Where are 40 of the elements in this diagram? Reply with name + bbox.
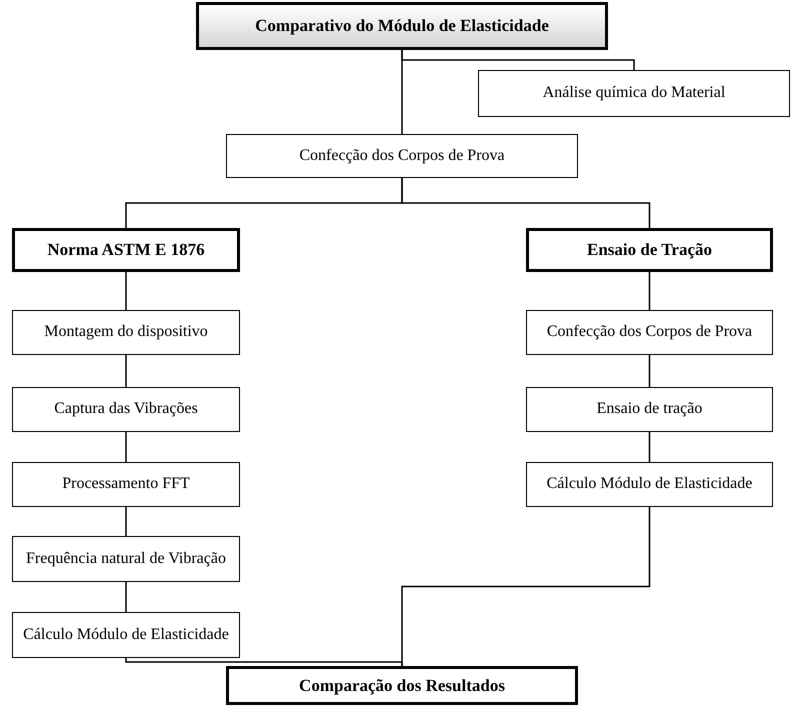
title-box bbox=[196, 2, 608, 50]
box-label: Montagem do dispositivo bbox=[44, 324, 208, 341]
process-box bbox=[12, 536, 240, 582]
box-label: Frequência natural de Vibração bbox=[26, 550, 226, 568]
connector-line bbox=[125, 272, 127, 310]
box-label: Captura das Vibrações bbox=[54, 401, 198, 418]
box-label: Confecção dos Corpos de Prova bbox=[299, 148, 505, 164]
box-label: Ensaio de Tração bbox=[587, 241, 712, 259]
connector-line bbox=[125, 658, 403, 666]
process-box bbox=[12, 462, 240, 507]
process-box bbox=[12, 612, 240, 658]
connector-line bbox=[401, 50, 403, 134]
box-label: Processamento FFT bbox=[62, 476, 190, 493]
box-label: Análise química do Material bbox=[542, 85, 726, 102]
connector-line bbox=[401, 507, 650, 666]
process-box bbox=[12, 387, 240, 432]
process-box bbox=[526, 387, 773, 432]
box-label: Comparativo do Módulo de Elasticidade bbox=[255, 17, 549, 35]
box-label: Norma ASTM E 1876 bbox=[47, 241, 205, 259]
box-label: Comparação dos Resultados bbox=[299, 676, 505, 694]
connector-line bbox=[125, 432, 127, 462]
process-box bbox=[226, 134, 578, 178]
process-box bbox=[526, 228, 773, 272]
box-label: Ensaio de tração bbox=[596, 401, 702, 418]
connector-line bbox=[648, 355, 650, 387]
process-box bbox=[526, 462, 773, 507]
process-box bbox=[12, 310, 240, 355]
process-box bbox=[12, 228, 240, 272]
connector-line bbox=[125, 582, 127, 612]
process-box bbox=[478, 70, 790, 117]
process-box bbox=[526, 310, 773, 355]
box-label: Cálculo Módulo de Elasticidade bbox=[23, 626, 229, 644]
process-box bbox=[226, 666, 578, 705]
connector-line bbox=[401, 178, 650, 228]
connector-line bbox=[648, 432, 650, 462]
connector-line bbox=[125, 507, 127, 536]
connector-line bbox=[125, 355, 127, 387]
connector-line bbox=[648, 272, 650, 310]
box-label: Cálculo Módulo de Elasticidade bbox=[546, 476, 752, 493]
box-label: Confecção dos Corpos de Prova bbox=[546, 324, 752, 341]
